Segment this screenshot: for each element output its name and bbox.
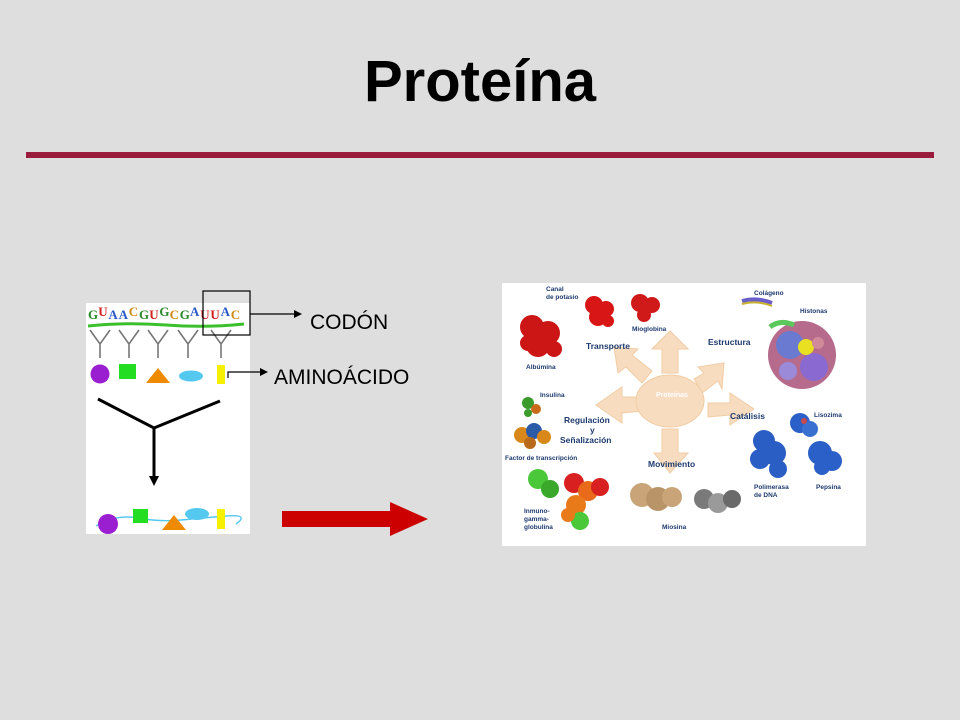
- mrna-letter: U: [98, 304, 108, 319]
- protein-functions-figure: Proteínas Transporte Estructura Regulaci…: [502, 283, 866, 546]
- codon-box: [202, 290, 251, 336]
- mrna-letter: G: [159, 304, 169, 319]
- mrna-letter: G: [180, 307, 190, 322]
- codon-label: CODÓN: [310, 311, 389, 334]
- mrna-letter: C: [129, 304, 138, 319]
- protein-pepsina: [808, 441, 842, 475]
- category-estructura: Estructura: [708, 337, 751, 347]
- assembly-arrow: [97, 397, 221, 478]
- label-insulina: Insulina: [540, 392, 565, 399]
- mrna-letter: A: [190, 304, 200, 319]
- mrna-letter: U: [210, 307, 220, 322]
- amino-acid-arrow: [227, 371, 262, 378]
- title-divider: [26, 152, 934, 158]
- chain-yellow-rectangle: [217, 509, 225, 529]
- label-pepsina: Pepsina: [816, 484, 841, 491]
- protein-colageno: [741, 297, 773, 307]
- protein-canal-de-potasio: [585, 296, 614, 327]
- function-star: [595, 330, 755, 474]
- label-colageno: Colágeno: [754, 290, 784, 297]
- mrna-letter: G: [88, 307, 98, 322]
- category-catalisis: Catálisis: [730, 411, 765, 421]
- amino-acid-label: AMINOÁCIDO: [274, 366, 410, 389]
- category-movimiento: Movimiento: [648, 459, 695, 469]
- amino-acid-green-square: [119, 364, 136, 379]
- slide-title: Proteína: [363, 49, 597, 114]
- mrna-letter: A: [108, 307, 118, 322]
- protein-inmunogammaglobulina: [528, 469, 609, 530]
- protein-histonas: [768, 319, 836, 389]
- mrna-letter: C: [231, 307, 240, 322]
- mrna-backbone: [87, 322, 245, 328]
- chain-green-square: [133, 509, 148, 523]
- protein-lisozima: [790, 413, 818, 437]
- label-miosina: Miosina: [662, 524, 687, 531]
- label-mioglobina: Mioglobina: [632, 326, 667, 333]
- protein-insulina: [522, 397, 541, 417]
- center-label: Proteínas: [656, 392, 688, 399]
- protein-polimerasa-de-dna: [750, 430, 787, 478]
- mrna-letter: A: [221, 304, 231, 319]
- chain-blue-ellipse: [185, 508, 209, 520]
- label-histonas: Histonas: [800, 308, 828, 315]
- label-factor-de-transcripcion: Factor de transcripción: [505, 455, 577, 462]
- polypeptide-backbone: [95, 514, 242, 527]
- protein-miosina: [630, 483, 741, 513]
- amino-acid-blue-ellipse: [179, 370, 203, 382]
- mrna-letter: A: [119, 307, 129, 322]
- label-inmunogammaglobulina: Inmuno-gamma-globulina: [524, 508, 553, 531]
- chain-orange-triangle: [162, 515, 186, 530]
- protein-albumina: [520, 315, 562, 357]
- mrna-letter: C: [170, 307, 179, 322]
- mrna-letter: U: [149, 307, 159, 322]
- protein-factor-de-transcripcion: [514, 423, 551, 449]
- red-arrow: [282, 502, 428, 536]
- amino-acid-yellow-rectangle: [217, 365, 225, 384]
- amino-acid-purple-circle: [90, 364, 110, 384]
- label-lisozima: Lisozima: [814, 412, 842, 419]
- chain-purple-circle: [98, 514, 118, 534]
- category-transporte: Transporte: [586, 341, 630, 351]
- mrna-letter: G: [139, 307, 149, 322]
- label-albumina: Albúmina: [526, 364, 556, 371]
- protein-mioglobina: [631, 294, 660, 322]
- amino-acid-orange-triangle: [146, 368, 170, 383]
- mrna-letter: U: [200, 307, 210, 322]
